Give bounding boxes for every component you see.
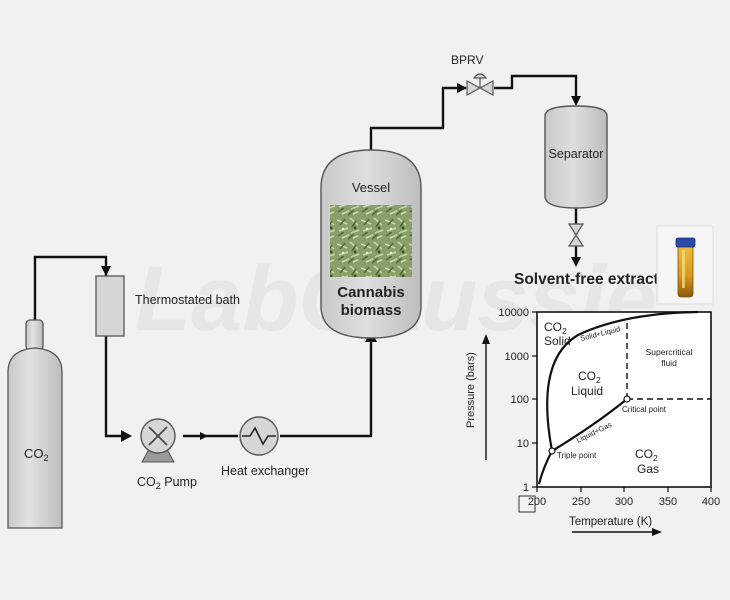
triple-point-label: Triple point <box>557 451 597 460</box>
y-tick-1: 1 <box>523 482 529 494</box>
x-tick-400: 400 <box>702 496 720 508</box>
x-tick-250: 250 <box>572 496 590 508</box>
piping <box>33 74 578 438</box>
supercritical-label-2: fluid <box>661 358 677 368</box>
pipe-bprv-to-separator <box>494 74 578 98</box>
pipe-bath-to-pump <box>104 336 128 438</box>
co2-pump: CO2 Pump <box>137 418 197 491</box>
extract-vial-photo <box>656 225 714 305</box>
pipe-cylinder-to-bath <box>33 255 108 324</box>
arrow-into-separator <box>571 96 581 106</box>
solvent-free-extract-label: Solvent-free extract <box>514 271 659 288</box>
cannabis-label-2: biomass <box>341 302 402 319</box>
extraction-vessel: Vessel Cannabis biomass <box>320 149 422 339</box>
y-tick-10000: 10000 <box>498 307 529 319</box>
y-tick-1000: 1000 <box>505 351 529 363</box>
arrow-into-bath <box>101 266 111 276</box>
co2-pump-label: CO2 Pump <box>137 475 197 491</box>
arrow-pump-out <box>200 432 208 440</box>
separator-label: Separator <box>549 147 604 161</box>
co2-cylinder: CO2 <box>7 319 63 529</box>
thermostated-bath-label: Thermostated bath <box>135 293 240 307</box>
cannabis-biomass-photo <box>330 205 412 277</box>
cannabis-label-1: Cannabis <box>337 284 405 301</box>
phase-ticks <box>532 311 712 492</box>
x-axis-label: Temperature (K) <box>569 516 652 528</box>
pipe-vessel-to-bprv <box>369 86 466 150</box>
arrow-into-pump <box>121 430 132 442</box>
gas-label: Gas <box>637 462 659 476</box>
y-tick-100: 100 <box>511 394 529 406</box>
vaporization-curve <box>551 398 628 452</box>
critical-point-label: Critical point <box>622 405 667 414</box>
heat-exchanger-label: Heat exchanger <box>221 464 309 478</box>
liquid-label-co2: CO2 <box>578 369 601 385</box>
y-axis-label: Pressure (bars) <box>465 352 477 428</box>
phase-diagram: Pressure (bars) Temperature (K) 200 250 … <box>465 307 720 536</box>
liquid-label: Liquid <box>571 384 603 398</box>
triple-point-marker <box>548 447 556 455</box>
flow-arrows <box>101 83 581 442</box>
heat-exchanger: Heat exchanger <box>221 416 309 478</box>
co2-cylinder-label: CO2 <box>24 446 49 463</box>
separator: Separator <box>544 105 608 247</box>
solid-label: Solid <box>544 334 571 348</box>
pipe-exchanger-to-vessel <box>280 338 373 438</box>
corner-box <box>518 495 536 513</box>
arrow-to-extract <box>571 257 581 267</box>
bprv-valve: BPRV <box>451 53 494 97</box>
x-tick-200: 200 <box>528 496 546 508</box>
supercritical-label-1: Supercritical <box>646 347 693 357</box>
gas-label-co2: CO2 <box>635 447 658 463</box>
x-tick-300: 300 <box>615 496 633 508</box>
solid-label-co2: CO2 <box>544 320 567 336</box>
y-tick-10: 10 <box>517 438 529 450</box>
critical-point-marker <box>623 395 631 403</box>
bprv-label: BPRV <box>451 53 483 67</box>
x-tick-350: 350 <box>659 496 677 508</box>
vessel-label: Vessel <box>352 180 390 195</box>
arrow-into-bprv <box>457 83 467 93</box>
melting-curve <box>546 310 699 452</box>
thermostated-bath: Thermostated bath <box>95 275 240 337</box>
